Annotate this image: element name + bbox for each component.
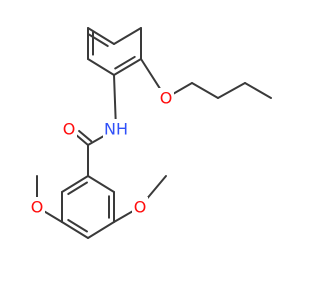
bond-line — [87, 58, 115, 76]
bond-line-inner — [67, 181, 88, 196]
atom-layer: O NH O O O — [29, 88, 174, 217]
atom-methoxy-oxygen-left: O — [29, 197, 45, 217]
atom-butoxy-oxygen: O — [158, 88, 174, 108]
atom-label: O — [63, 120, 76, 139]
bond-line — [140, 58, 163, 92]
bond-line — [87, 221, 115, 239]
bond-line-inner — [88, 33, 109, 48]
bond-line-double — [78, 129, 93, 143]
bond-line — [113, 74, 117, 122]
bond-line — [61, 221, 89, 239]
bond-line-inner — [67, 218, 88, 233]
bond-line — [144, 175, 167, 202]
bond-layer — [36, 27, 272, 239]
bond-line — [172, 82, 193, 95]
bond-line — [87, 27, 115, 45]
atom-carbonyl-oxygen: O — [61, 119, 77, 139]
atom-label: O — [31, 198, 44, 217]
bond-line — [217, 82, 246, 99]
bond-line — [113, 210, 134, 223]
atom-label: NH — [104, 120, 128, 139]
atom-methoxy-oxygen-right: O — [132, 197, 148, 217]
bond-line — [113, 58, 142, 76]
bond-line — [113, 27, 142, 45]
bond-line — [43, 210, 63, 223]
bond-line — [191, 82, 219, 99]
atom-label: O — [160, 89, 173, 108]
bond-line — [244, 82, 272, 99]
bond-line — [74, 133, 89, 146]
bond-line — [61, 175, 89, 193]
atom-amide-nitrogen: NH — [103, 119, 129, 139]
bond-line-inner — [114, 55, 136, 70]
molecule-structure: O NH O O O — [29, 27, 272, 239]
bond-line — [87, 175, 115, 193]
atom-label: O — [134, 198, 147, 217]
